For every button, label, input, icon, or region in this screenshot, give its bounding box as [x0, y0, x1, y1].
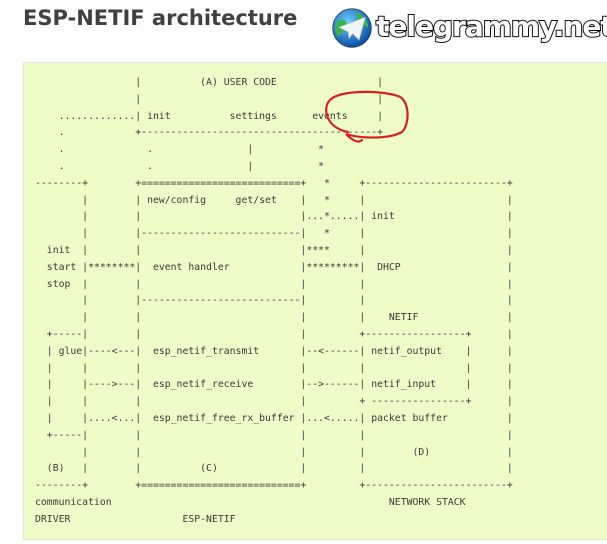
telegram-globe-logo-icon — [332, 8, 372, 48]
diagram-line: . . | * — [35, 160, 325, 172]
diagram-line: start |********| event handler |********… — [35, 261, 513, 273]
diagram-line: | | | | (D) | — [35, 446, 513, 458]
diagram-line: stop | | | | | — [35, 278, 513, 290]
diagram-line: --------+ +===========================+ … — [35, 177, 513, 189]
diagram-line: | glue|----<---| esp_netif_transmit |--<… — [35, 345, 513, 357]
diagram-line: | |---->---| esp_netif_receive |-->-----… — [35, 379, 513, 391]
diagram-line: . +-------------------------------------… — [35, 127, 383, 139]
watermark: telegrammy.net — [330, 6, 607, 54]
ascii-architecture-diagram: | (A) USER CODE | | | .............| ini… — [35, 75, 513, 529]
diagram-line: | |---------------------------| | | — [35, 295, 513, 307]
diagram-line: | | new/config get/set | * | | — [35, 194, 513, 206]
diagram-line: init | | |**** | | — [35, 244, 513, 256]
diagram-line: communication NETWORK STACK — [35, 496, 466, 508]
code-block — [23, 62, 607, 540]
diagram-line: .............| init settings events | — [35, 110, 383, 122]
diagram-line: . . | * — [35, 144, 325, 156]
diagram-line: --------+ +===========================+ … — [35, 480, 513, 492]
diagram-line: | | |...*.....| init | — [35, 211, 513, 223]
section-heading: ESP-NETIF architecture — [23, 6, 298, 30]
diagram-line: | | | | NETIF | — [35, 312, 513, 324]
diagram-line: (B) | | (C) | | | — [35, 463, 513, 475]
watermark-text: telegrammy.net — [375, 9, 607, 44]
diagram-line: +-----| | | | | — [35, 429, 513, 441]
diagram-line: | | — [35, 93, 383, 105]
diagram-line: | |....<...| esp_netif_free_rx_buffer |.… — [35, 412, 513, 424]
diagram-line: +-----| | | +-----------------+ | — [35, 328, 513, 340]
diagram-line: | |---------------------------| * | | — [35, 228, 513, 240]
diagram-line: DRIVER ESP-NETIF — [35, 513, 236, 525]
diagram-line: | (A) USER CODE | — [35, 77, 383, 88]
diagram-line: | | | | + ----------------+ | — [35, 396, 513, 408]
diagram-line: | | | | | | | — [35, 362, 513, 374]
